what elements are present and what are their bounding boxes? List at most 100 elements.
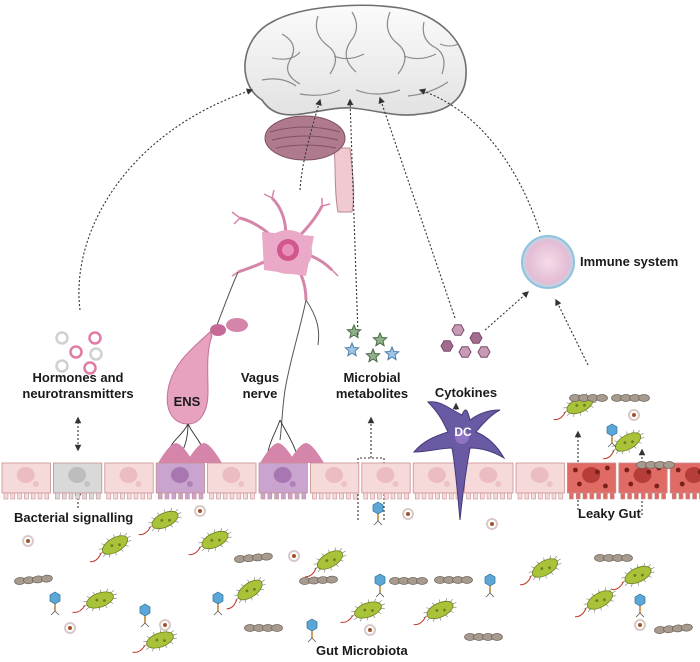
hexagon-icon xyxy=(451,324,465,336)
signal-arrows xyxy=(74,88,646,520)
bacteria-chain-icon xyxy=(611,394,650,402)
hormone-particle xyxy=(83,361,97,375)
hormone-particles xyxy=(55,331,103,375)
spore-core xyxy=(68,626,72,630)
star-icon xyxy=(365,347,381,363)
label-vagus-line1: Vagus xyxy=(240,370,280,385)
label-cytokines: Cytokines xyxy=(434,385,498,400)
bacteria-icon xyxy=(188,528,232,556)
label-bacterial-signalling: Bacterial signalling xyxy=(14,510,134,525)
label-vagus: Vagus nerve xyxy=(228,370,292,402)
bacteria-chain-icon xyxy=(636,461,675,469)
phage-icon xyxy=(634,593,646,618)
hormone-particle xyxy=(69,345,83,359)
spore-core xyxy=(368,628,372,632)
spore-core xyxy=(406,512,410,516)
epithelial-cell xyxy=(1,462,51,500)
bacteria-icon xyxy=(226,576,266,610)
epithelial-cell xyxy=(207,462,257,500)
bacteria-chain-icon xyxy=(464,633,503,641)
bacteria-chain-icon xyxy=(434,576,473,584)
bacteria-chain-icon xyxy=(389,577,428,585)
hormone-particle xyxy=(55,359,69,373)
epithelial-cell xyxy=(309,462,360,500)
star-icon xyxy=(384,345,400,361)
label-hormones-line1: Hormones and xyxy=(32,370,124,385)
epithelial-cell xyxy=(464,462,514,500)
star-icon xyxy=(346,323,362,339)
bacteria-icon xyxy=(89,532,132,563)
bacteria-chain-icon xyxy=(14,574,53,585)
ens-cell-icon xyxy=(166,331,297,453)
phage-icon xyxy=(139,603,151,628)
phage-icon xyxy=(372,501,384,526)
metabolite-stars xyxy=(344,323,400,363)
label-hormones-line2: neurotransmitters xyxy=(22,386,134,401)
spore-core xyxy=(490,522,494,526)
arrow-vagus-to-brain xyxy=(299,98,322,191)
arrow-metabolites-to-brain xyxy=(346,98,359,336)
spore-core xyxy=(638,623,642,627)
epithelial-cell xyxy=(104,462,154,500)
synapse-knobs xyxy=(158,443,324,463)
star-icon xyxy=(344,341,360,357)
phage-icon xyxy=(606,423,618,448)
label-metabolites: Microbial metabolites xyxy=(328,370,416,402)
bacteria-chain-icon xyxy=(299,575,338,585)
spore-core xyxy=(198,509,202,513)
bacteria-icon xyxy=(138,508,182,536)
gut-microbiota xyxy=(14,393,693,653)
phage-icon xyxy=(374,573,386,598)
bacteria-chain-icon xyxy=(244,624,283,632)
dendritic-cell-icon xyxy=(412,401,506,521)
phage-icon xyxy=(49,591,61,616)
spore-core xyxy=(163,623,167,627)
phage-icon xyxy=(306,618,318,643)
label-gut-microbiota: Gut Microbiota xyxy=(316,643,408,658)
label-immune-system: Immune system xyxy=(580,254,679,269)
bacteria-icon xyxy=(304,547,347,578)
cytokine-hexagons xyxy=(440,324,491,358)
bacteria-icon xyxy=(611,563,655,591)
hormone-particle xyxy=(89,347,103,361)
epithelial-cell xyxy=(361,462,411,500)
neuron-icon xyxy=(210,189,339,441)
label-metabolites-line2: metabolites xyxy=(335,386,409,401)
epithelial-cell xyxy=(155,462,205,500)
label-metabolites-line1: Microbial xyxy=(343,370,401,385)
epithelium-layer xyxy=(1,462,700,500)
bacteria-icon xyxy=(132,628,178,653)
label-ens: ENS xyxy=(173,394,201,409)
spore-core xyxy=(292,554,296,558)
epithelial-cell xyxy=(515,462,565,500)
hexagon-icon xyxy=(469,332,483,344)
label-hormones: Hormones and neurotransmitters xyxy=(8,370,148,402)
bacteria-chain-icon xyxy=(234,552,273,563)
arrow-leaky-to-immune xyxy=(555,298,589,366)
bacteria-icon xyxy=(574,587,617,618)
epithelial-cell xyxy=(669,462,700,500)
epithelial-cell xyxy=(258,462,308,500)
arrow-immune-to-brain xyxy=(418,88,541,233)
epithelial-cell xyxy=(53,462,103,500)
epithelial-cell xyxy=(567,462,617,500)
spore-core xyxy=(632,413,636,417)
phage-icon xyxy=(212,591,224,616)
label-dc: DC xyxy=(454,425,472,439)
bacteria-icon xyxy=(340,598,386,623)
hexagon-icon xyxy=(458,346,472,358)
bacteria-chain-icon xyxy=(569,394,608,402)
star-icon xyxy=(372,331,388,347)
hormone-particle xyxy=(88,331,102,345)
hexagon-icon xyxy=(440,340,454,352)
bacteria-icon xyxy=(519,555,562,586)
bacteria-chain-icon xyxy=(654,623,693,634)
spore-core xyxy=(26,539,30,543)
bacteria-icon xyxy=(413,598,457,626)
bacteria-icon xyxy=(602,429,645,460)
brain-icon xyxy=(244,4,467,213)
arrow-cytokines-to-immune xyxy=(484,291,529,331)
hexagon-icon xyxy=(477,346,491,358)
phage-icon xyxy=(484,573,496,598)
